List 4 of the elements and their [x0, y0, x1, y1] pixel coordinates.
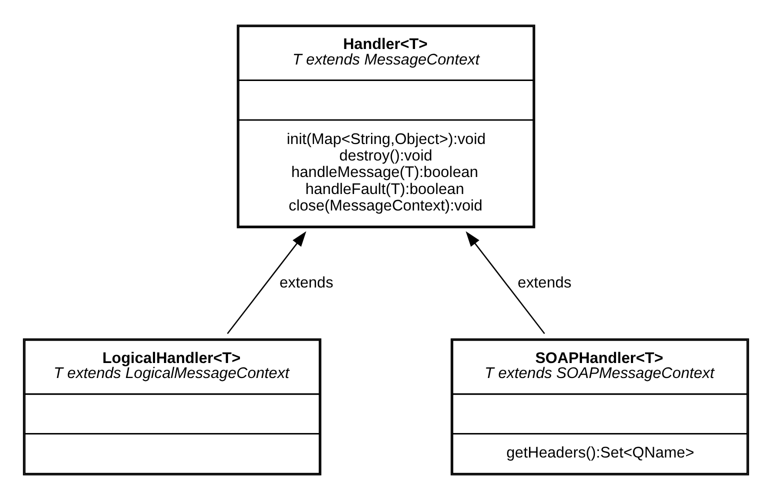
- arrow: [226, 230, 306, 334]
- edge-label: extends: [518, 274, 572, 291]
- arrow: [466, 230, 546, 334]
- edge-label: extends: [279, 274, 334, 291]
